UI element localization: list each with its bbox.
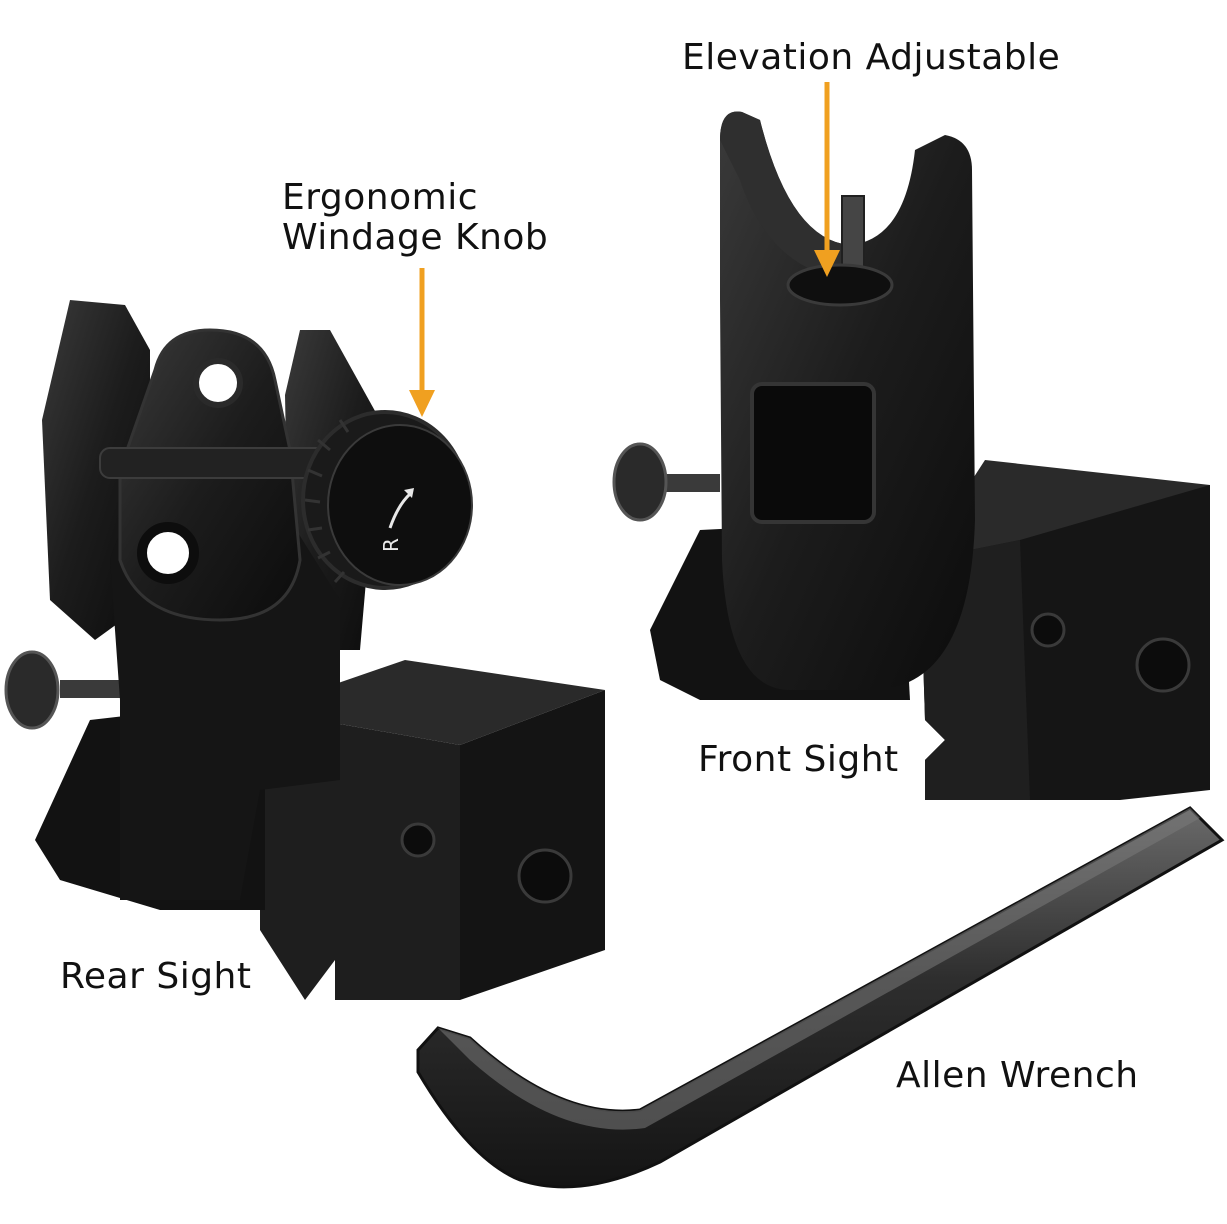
rear-sight-peep-hole — [193, 358, 243, 408]
front-sight-pin — [660, 474, 720, 492]
label-rear-sight-text: Rear Sight — [60, 956, 252, 997]
front-sight-screw-small — [1030, 612, 1066, 648]
rear-sight-pin — [60, 680, 135, 698]
rear-sight-base-side — [460, 690, 605, 1000]
label-ergonomic-windage-knob: Ergonomic Windage Knob — [282, 177, 549, 259]
knob-direction-arrow-head-icon — [404, 488, 414, 498]
front-sight-post-base — [786, 263, 894, 307]
rear-sight-axle — [99, 447, 331, 479]
allen-wrench — [416, 806, 1225, 1189]
rear-sight-small-aperture — [137, 522, 199, 584]
label-rear-sight: Rear Sight — [60, 956, 252, 997]
label-elevation-adjustable: Elevation Adjustable — [682, 37, 1061, 78]
knob-direction-arrow-icon — [388, 492, 412, 529]
front-sight-tower-shadow — [720, 111, 850, 280]
label-allen-wrench: Allen Wrench — [896, 1055, 1139, 1096]
rear-sight-pin-head — [4, 650, 60, 730]
windage-callout-arrow-icon — [409, 268, 435, 417]
rear-sight-screw-large — [517, 848, 573, 904]
front-sight-base-top — [920, 460, 1210, 560]
front-sight-pin-head — [612, 442, 668, 522]
label-front-sight: Front Sight — [698, 739, 899, 780]
front-sight — [612, 111, 1210, 800]
label-ergonomic-line1: Ergonomic — [282, 177, 478, 218]
label-ergonomic-line2: Windage Knob — [282, 217, 549, 259]
front-sight-window — [750, 382, 876, 524]
windage-knob-mark: R — [379, 538, 403, 552]
label-allen-wrench-text: Allen Wrench — [896, 1055, 1139, 1096]
front-sight-screw-large — [1135, 637, 1191, 693]
label-elevation-text: Elevation Adjustable — [682, 37, 1061, 78]
label-front-sight-text: Front Sight — [698, 739, 899, 780]
windage-knob: R — [301, 410, 473, 590]
rear-sight-base-top — [260, 660, 605, 745]
rear-sight: R — [4, 300, 605, 1000]
rear-sight-screw-small — [400, 822, 436, 858]
elevation-callout-arrow-icon — [814, 82, 840, 277]
